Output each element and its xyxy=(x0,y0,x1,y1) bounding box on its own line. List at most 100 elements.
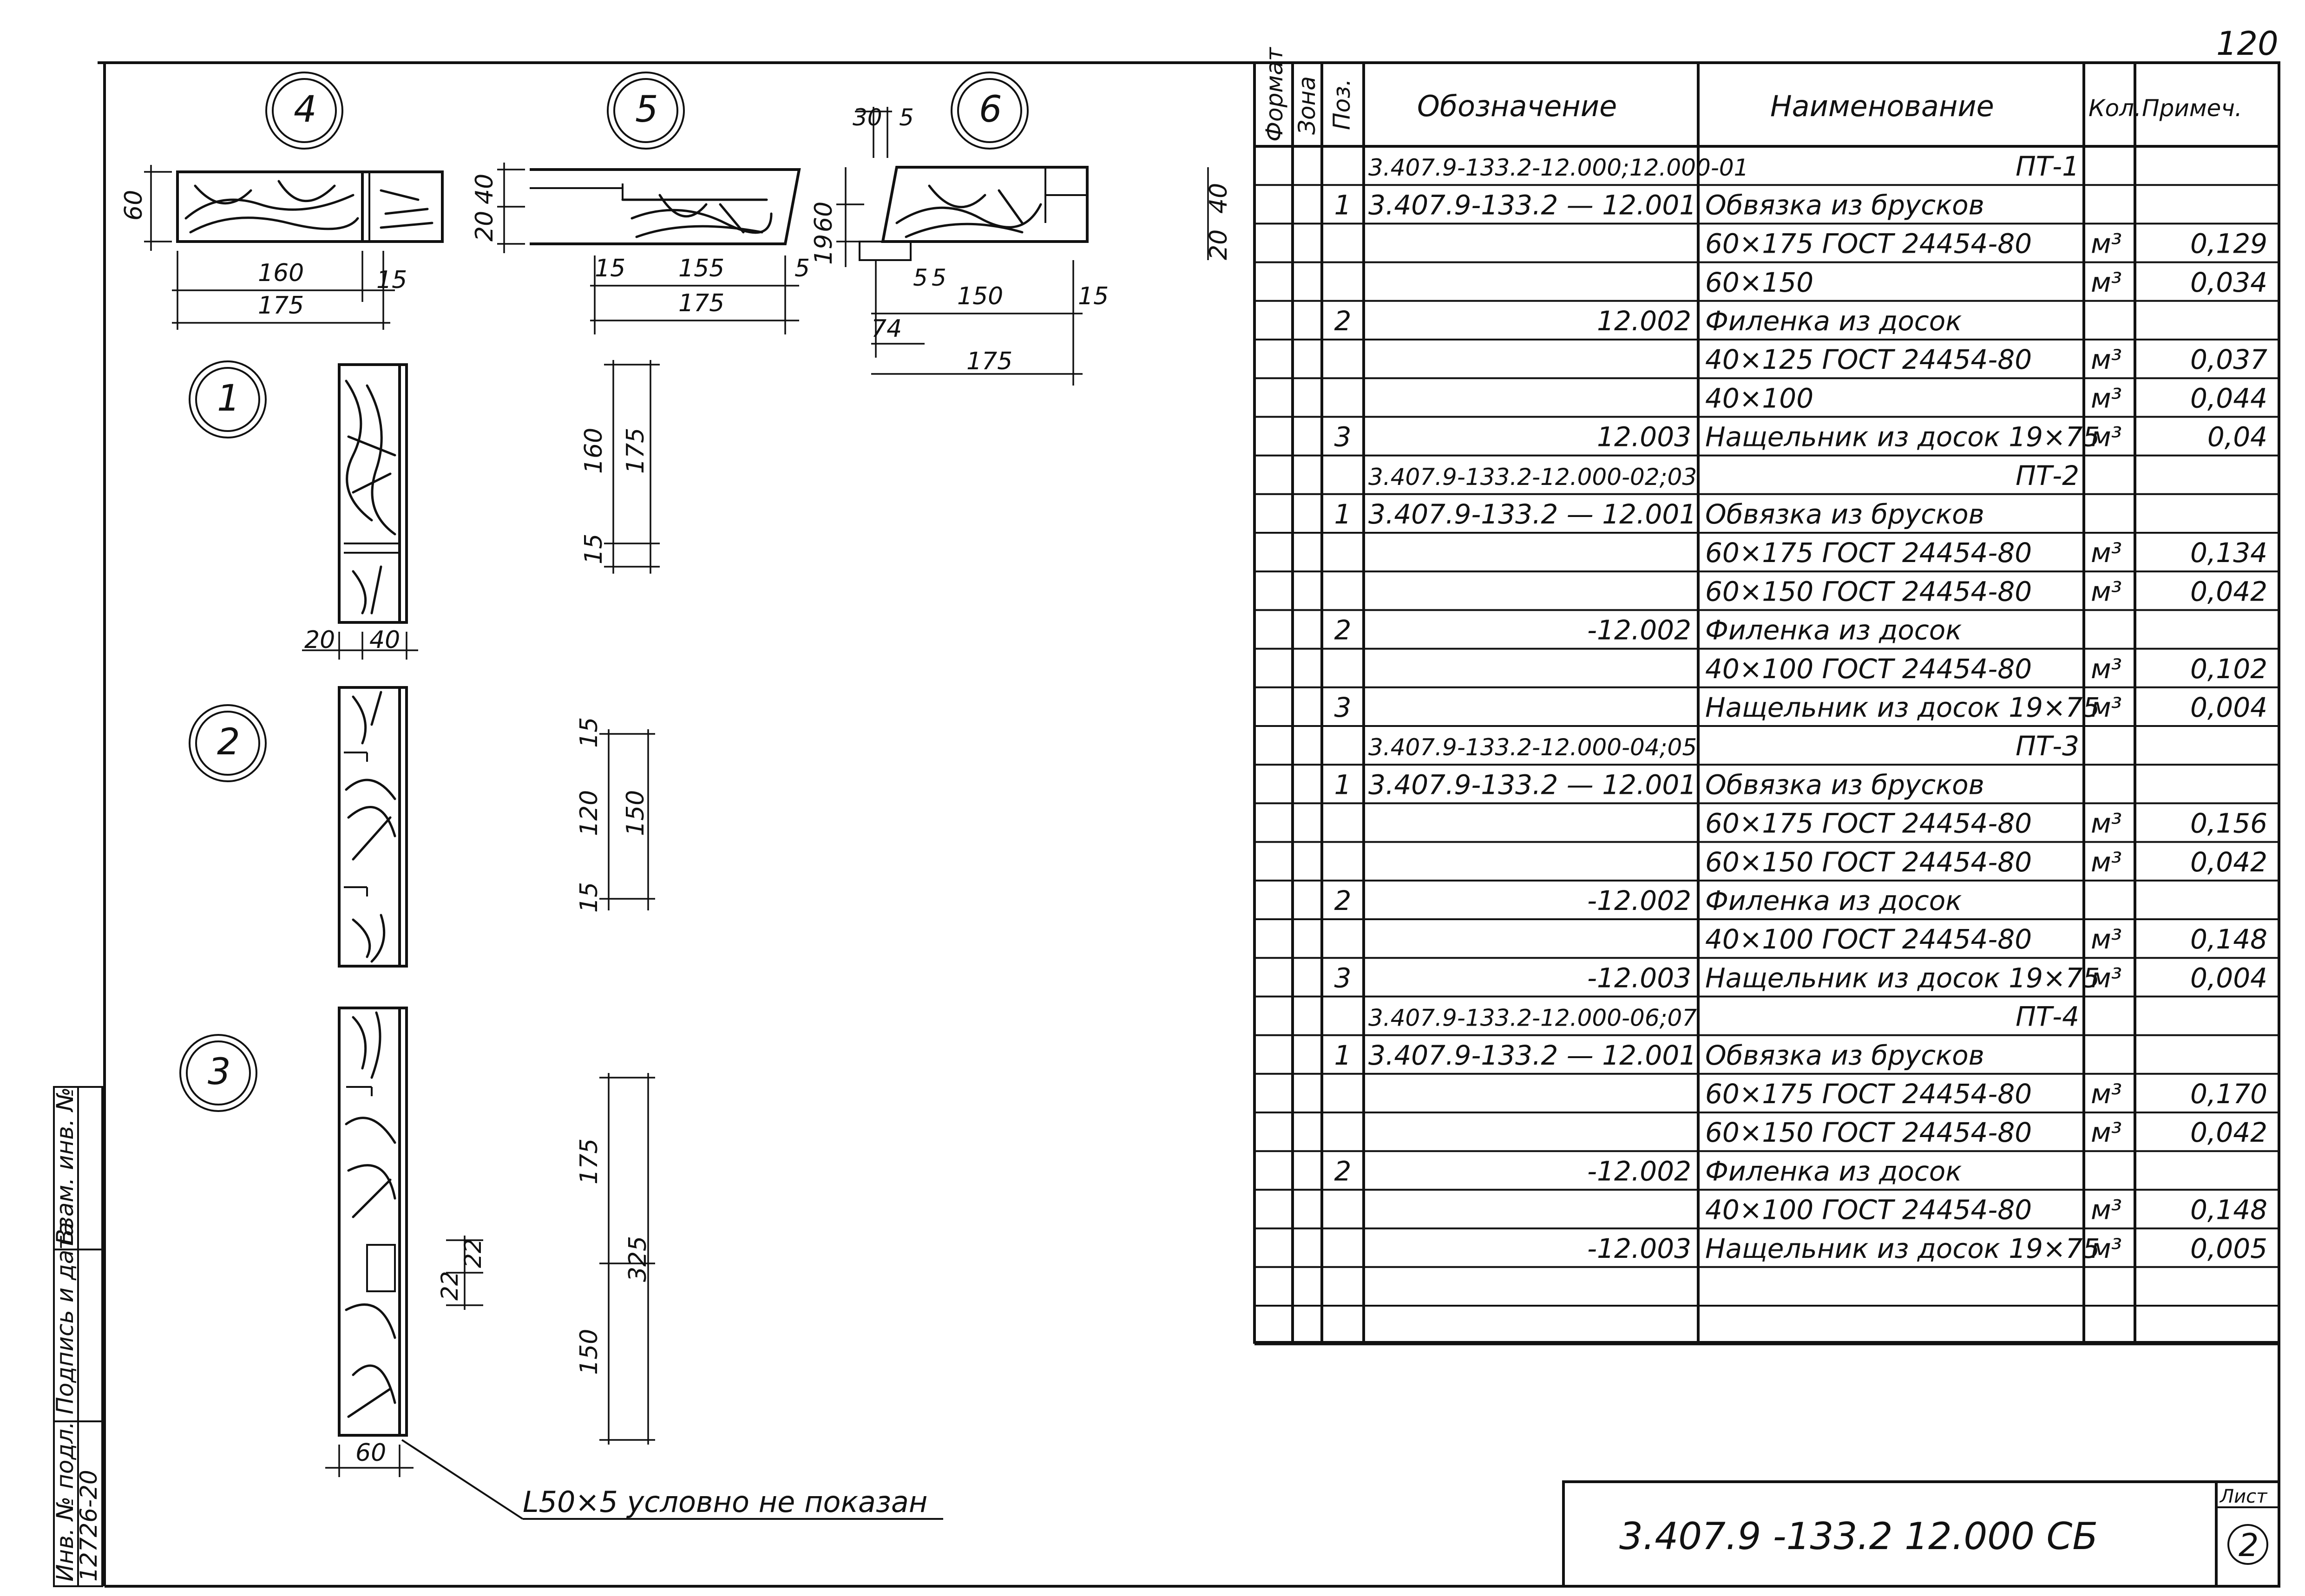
svg-text:1: 1 xyxy=(217,378,240,419)
node-2-drawing: 15 120 150 15 xyxy=(338,686,655,968)
cell-note: 0,004 xyxy=(2190,962,2267,994)
cell-name: 40×100 xyxy=(1705,382,1813,414)
cell-note: 0,156 xyxy=(2190,808,2267,839)
cell-name: Нащельник из досок 19×75 xyxy=(1705,1233,2100,1264)
cell-qty: м³ xyxy=(2091,923,2122,955)
cell-note: 0,129 xyxy=(2190,228,2267,260)
svg-text:15: 15 xyxy=(580,534,608,564)
cell-name: 60×150 xyxy=(1705,267,1813,298)
cell-name: ПТ-3 xyxy=(2016,730,2079,762)
cell-note: 0,148 xyxy=(2190,923,2267,955)
section-mark-4: 4 xyxy=(265,72,343,150)
svg-text:20: 20 xyxy=(304,626,335,654)
cell-pos: 3 xyxy=(1334,692,1352,723)
cell-note: 0,034 xyxy=(2190,267,2267,298)
cell-name: 40×100 ГОСТ 24454-80 xyxy=(1705,923,2032,955)
cell-qty: м³ xyxy=(2091,962,2122,994)
cell-qty: м³ xyxy=(2091,692,2122,723)
svg-text:20: 20 xyxy=(1205,229,1233,260)
svg-text:22: 22 xyxy=(436,1271,463,1301)
svg-text:15: 15 xyxy=(575,717,603,748)
svg-text:160: 160 xyxy=(258,259,304,287)
svg-text:5: 5 xyxy=(635,89,658,131)
cell-qty: м³ xyxy=(2091,846,2122,878)
cell-name: Филенка из досок xyxy=(1705,615,1962,646)
svg-text:5: 5 xyxy=(795,255,810,282)
svg-text:175: 175 xyxy=(575,1138,603,1184)
cell-pos: 2 xyxy=(1334,305,1352,337)
svg-text:5: 5 xyxy=(913,264,928,291)
svg-text:60: 60 xyxy=(355,1439,386,1467)
svg-text:15: 15 xyxy=(1078,282,1109,310)
svg-text:155: 155 xyxy=(678,255,724,282)
node-3-drawing: 175 325 150 22 22 60 L50×5 условно не по… xyxy=(325,1007,943,1520)
cell-name: Филенка из досок xyxy=(1705,305,1962,337)
spec-table: Формат Зона Поз. Обозначение Наименовани… xyxy=(1253,46,2280,1346)
svg-text:74: 74 xyxy=(871,315,902,343)
svg-text:40: 40 xyxy=(471,174,499,204)
svg-text:150: 150 xyxy=(957,282,1003,310)
cell-note: 0,148 xyxy=(2190,1194,2267,1226)
cell-name: Обвязка из брусков xyxy=(1705,189,1984,221)
cell-name: 60×150 ГОСТ 24454-80 xyxy=(1705,576,2032,607)
section-mark-1: 1 xyxy=(189,360,267,438)
section-mark-6: 6 xyxy=(951,72,1029,150)
cell-designation: 3.407.9-133.2 — 12.001 xyxy=(1368,498,1696,530)
cell-name: 60×150 ГОСТ 24454-80 xyxy=(1705,1117,2032,1148)
header-qty: Кол. xyxy=(2088,95,2141,122)
cell-designation: -12.002 xyxy=(1587,615,1691,646)
cell-qty: м³ xyxy=(2091,1233,2122,1264)
section-5-drawing: 40 20 15 155 5 175 xyxy=(471,163,810,334)
inv-replace-label: Взам. инв. № xyxy=(52,1087,79,1245)
svg-text:325: 325 xyxy=(624,1236,652,1282)
svg-text:175: 175 xyxy=(678,289,724,317)
cell-name: 60×175 ГОСТ 24454-80 xyxy=(1705,1078,2032,1110)
section-4-drawing: 60 160 15 175 xyxy=(120,165,444,330)
cell-pos: 3 xyxy=(1334,962,1352,994)
cell-name: Филенка из досок xyxy=(1705,885,1962,916)
cell-qty: м³ xyxy=(2091,228,2122,260)
section-mark-3: 3 xyxy=(179,1034,257,1112)
cell-note: 0,044 xyxy=(2190,382,2267,414)
cell-name: ПТ-4 xyxy=(2016,1001,2079,1033)
cell-note: 0,037 xyxy=(2190,344,2267,375)
svg-text:60: 60 xyxy=(120,190,148,221)
cell-qty: м³ xyxy=(2091,808,2122,839)
cell-note: 0,170 xyxy=(2190,1078,2267,1110)
cell-name: ПТ-2 xyxy=(2016,460,2079,491)
cell-pos: 2 xyxy=(1334,885,1352,916)
svg-text:4: 4 xyxy=(294,89,317,131)
cell-name: Филенка из досок xyxy=(1705,1155,1962,1187)
cell-qty: м³ xyxy=(2091,344,2122,375)
svg-text:15: 15 xyxy=(376,266,407,294)
svg-text:15: 15 xyxy=(575,882,603,913)
header-zone: Зона xyxy=(1294,76,1320,135)
svg-text:20: 20 xyxy=(471,211,499,242)
cell-designation: -12.003 xyxy=(1587,1233,1691,1264)
cell-qty: м³ xyxy=(2091,421,2122,453)
cell-name: Нащельник из досок 19×75 xyxy=(1705,692,2100,723)
cell-note: 0,102 xyxy=(2190,653,2267,685)
svg-text:40: 40 xyxy=(1205,183,1233,214)
cell-qty: м³ xyxy=(2091,653,2122,685)
cell-name: Нащельник из досок 19×75 xyxy=(1705,962,2100,994)
